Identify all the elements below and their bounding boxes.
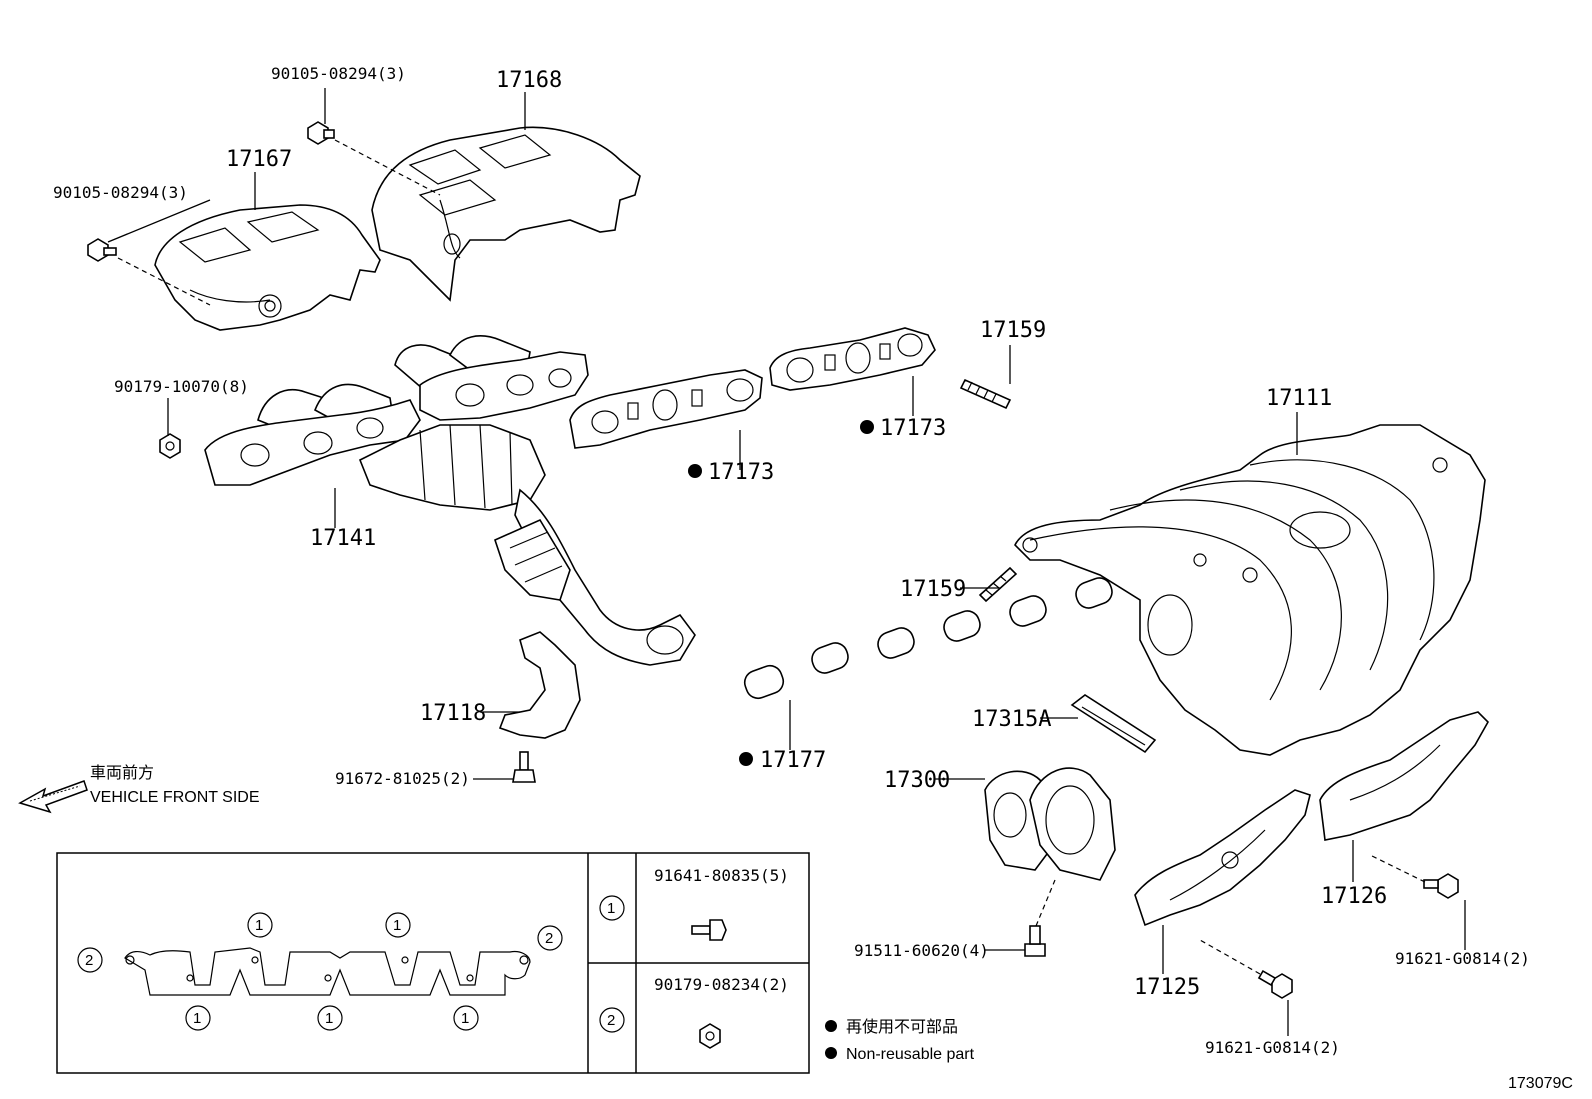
legend-marker-1a: 1 [255, 917, 263, 934]
insulator-17125[interactable] [1134, 789, 1311, 927]
legend-marker-2b: 2 [545, 930, 553, 947]
bolt-90105-left[interactable] [87, 238, 117, 262]
nonreusable-dot-17173-b [860, 420, 874, 434]
note-nonreusable-en: Non-reusable part [846, 1046, 975, 1063]
legend-bolt-91641-icon [691, 919, 727, 941]
legend-marker-2a: 2 [85, 952, 93, 969]
dash-line-91621-bottom [1199, 939, 1261, 975]
legend-marker-1e: 1 [461, 1010, 469, 1027]
label-17168: 17168 [496, 68, 562, 93]
label-17159-mid: 17159 [900, 577, 966, 602]
label-bolt-91511: 91511-60620(4) [854, 941, 989, 960]
nonreusable-dot-17173-a [688, 464, 702, 478]
label-nut-90179: 90179-10070(8) [114, 377, 249, 396]
gasket-17173-left[interactable] [569, 369, 763, 449]
label-bolt-90105-top: 90105-08294(3) [271, 64, 406, 83]
legend-row1-part: 91641-80835(5) [654, 866, 789, 885]
label-17315A: 17315A [972, 707, 1051, 732]
label-17125: 17125 [1134, 975, 1200, 1000]
heat-insulator-17167[interactable] [154, 204, 381, 331]
heat-insulator-17168[interactable] [371, 126, 641, 302]
exhaust-manifold-17141[interactable] [204, 335, 696, 666]
stud-17159-top[interactable] [959, 378, 1012, 410]
legend-box [56, 852, 810, 1074]
label-17173-b: 17173 [880, 416, 946, 441]
label-17126: 17126 [1321, 884, 1387, 909]
bolt-91621-bottom[interactable] [1257, 969, 1293, 999]
bolt-91672-81025[interactable] [512, 751, 536, 783]
legend-marker-1d: 1 [325, 1010, 333, 1027]
vehicle-front-arrow-icon [18, 780, 88, 814]
bolt-90105-top[interactable] [307, 121, 335, 145]
gasket-17315A[interactable] [1070, 694, 1157, 754]
legend-row2-marker: 2 [607, 1012, 615, 1029]
label-17118: 17118 [420, 701, 486, 726]
bracket-17118[interactable] [498, 631, 581, 739]
label-17141: 17141 [310, 526, 376, 551]
note-nonreusable-jp: 再使用不可部品 [846, 1018, 958, 1036]
leader-lines [107, 88, 1466, 1036]
label-17173-a: 17173 [708, 460, 774, 485]
label-17159-top: 17159 [980, 318, 1046, 343]
diagram-code: 173079C [1508, 1075, 1573, 1092]
intake-gaskets-17177[interactable] [741, 575, 1115, 702]
nut-90179-10070[interactable] [159, 433, 181, 459]
direction-label-jp: 車両前方 [90, 764, 154, 782]
gasket-17173-right[interactable] [769, 327, 936, 391]
intake-manifold-17111[interactable] [1014, 424, 1486, 756]
label-17177: 17177 [760, 748, 826, 773]
nonreusable-dot-17177 [739, 752, 753, 766]
dash-line-bolt-top [334, 139, 441, 196]
insulator-17126[interactable] [1319, 711, 1489, 841]
legend-row1-marker: 1 [607, 900, 615, 917]
legend-row2-part: 90179-08234(2) [654, 975, 789, 994]
label-17300: 17300 [884, 768, 950, 793]
throttle-body-17300[interactable] [984, 767, 1116, 881]
bolt-91511-60620[interactable] [1024, 925, 1046, 957]
legend-marker-1c: 1 [193, 1010, 201, 1027]
dash-line-91511 [1035, 879, 1056, 927]
dash-line-91621-right [1369, 854, 1426, 883]
direction-label-en: VEHICLE FRONT SIDE [90, 789, 260, 806]
label-bolt-90105-left: 90105-08294(3) [53, 183, 188, 202]
bolt-91621-right[interactable] [1423, 873, 1459, 899]
label-17167: 17167 [226, 147, 292, 172]
label-bolt-91672: 91672-81025(2) [335, 769, 470, 788]
label-17111: 17111 [1266, 386, 1332, 411]
note-dot-jp [825, 1020, 837, 1032]
legend-nut-90179-icon [699, 1023, 721, 1049]
label-bolt-91621-b: 91621-G0814(2) [1205, 1038, 1340, 1057]
legend-marker-1b: 1 [393, 917, 401, 934]
legend-gasket-outline [124, 947, 531, 996]
stud-17159-mid[interactable] [978, 566, 1018, 603]
label-bolt-91621-a: 91621-G0814(2) [1395, 949, 1530, 968]
note-dot-en [825, 1047, 837, 1059]
